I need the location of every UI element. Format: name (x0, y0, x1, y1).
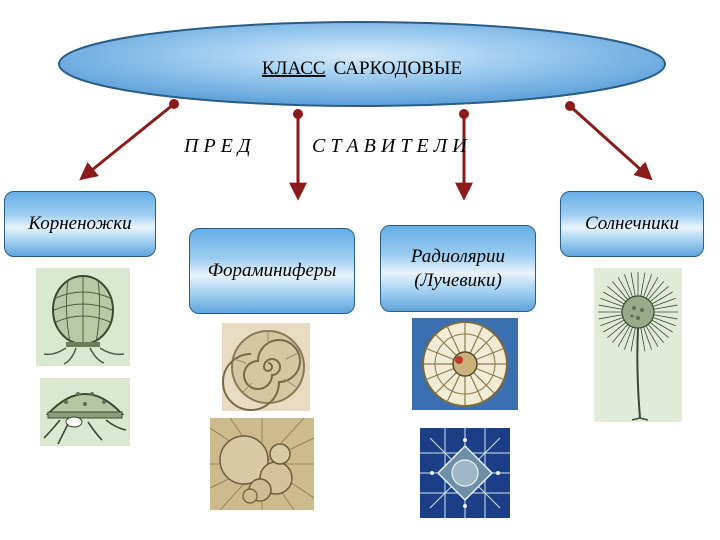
label-heliozoa: Солнечники (584, 213, 680, 234)
box-foraminifera: Фораминиферы (189, 228, 355, 314)
foraminifera-illustration-1 (222, 323, 310, 411)
rhizopoda-illustration-1 (36, 268, 130, 366)
arrow-to-radiolaria (455, 109, 473, 201)
heliozoa-illustration (594, 268, 682, 422)
label-rhizopoda: Корненожки (28, 213, 132, 234)
radiolaria-illustration-2 (420, 428, 510, 518)
subtitle-right: С Т А В И Т Е Л И (312, 135, 468, 157)
arrow-to-heliozoa (565, 101, 653, 181)
arrow-to-rhizopoda (79, 99, 179, 181)
arrow-to-foraminifera (289, 109, 307, 201)
label-radiolaria-line1: Радиолярии (410, 245, 506, 267)
rhizopoda-illustration-2 (40, 378, 130, 446)
label-radiolaria-line2: (Лучевики) (414, 269, 502, 291)
box-heliozoa: Солнечники (560, 191, 704, 257)
subtitle-left: П Р Е Д (183, 135, 252, 157)
box-rhizopoda: Корненожки (4, 191, 156, 257)
label-foraminifera: Фораминиферы (207, 260, 337, 281)
foraminifera-illustration-2 (210, 418, 314, 510)
radiolaria-illustration-1 (412, 318, 518, 410)
box-radiolaria: Радиолярии (Лучевики) (380, 225, 536, 312)
